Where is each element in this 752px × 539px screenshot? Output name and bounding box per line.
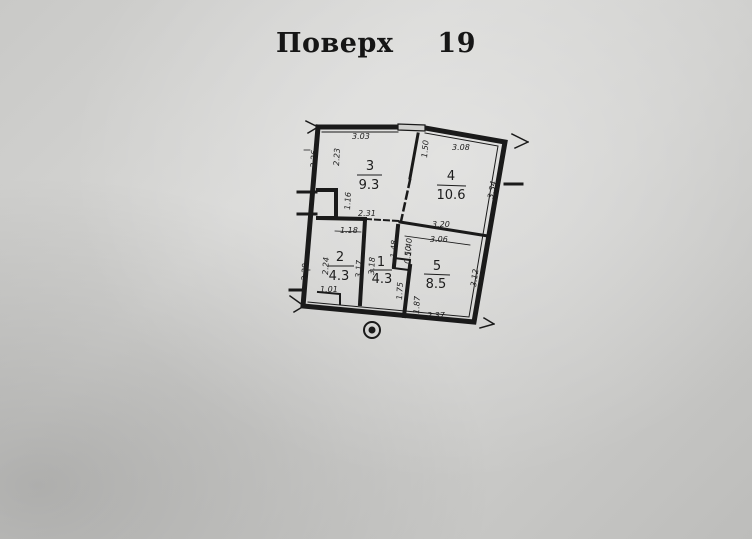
page-title: Поверх 19 [0, 28, 752, 59]
dim-top-left: 3.03 [352, 132, 370, 141]
dim-niche: 1.16 [343, 192, 353, 210]
floor-label: Поверх [276, 28, 394, 59]
room-4-number: 4 [447, 169, 455, 184]
room-5-number: 5 [433, 259, 441, 274]
wall-mid-right [398, 220, 490, 238]
room-3-number: 3 [366, 159, 374, 174]
window [397, 123, 426, 132]
room-4-rule [436, 184, 467, 187]
wall-bath [357, 217, 368, 307]
dim-bottom: 2.37 [427, 311, 446, 320]
dashed-wall-mid [364, 217, 400, 223]
dim-top-right: 3.08 [452, 143, 470, 152]
dim-bath-e: 1.01 [320, 285, 338, 294]
hall-box [391, 256, 412, 272]
wall-stub [408, 132, 420, 180]
room-2-number: 2 [336, 250, 344, 265]
room-1-area: 4.3 [372, 272, 393, 287]
dim-hall-b: 1.40 [404, 238, 414, 256]
dim-hall-a: 1.48 [389, 240, 399, 258]
dim-left-inner: 2.23 [332, 148, 342, 166]
dim-bath-c: 3.17 [354, 259, 364, 278]
entrance-circle [363, 321, 381, 339]
dim-bath-d: 3.18 [367, 257, 377, 275]
room-5-area: 8.5 [426, 277, 447, 292]
outer-wall [300, 124, 508, 325]
dim-tick [288, 119, 530, 329]
dim-bath-a: 2.29 [300, 263, 310, 281]
room-4-area: 10.6 [437, 188, 466, 203]
dim-mid-b: 3.20 [432, 220, 450, 229]
room-5-rule [423, 273, 451, 276]
room-2-area: 4.3 [329, 269, 350, 284]
dim-hall-c: 0.50 [403, 246, 413, 264]
dim-hall-d: 1.75 [395, 282, 405, 300]
dim-room5-a: 1.87 [412, 295, 422, 314]
dim-door-top: 1.50 [420, 140, 431, 159]
fixture-box [316, 290, 341, 305]
dim-right-outer: 3.34 [486, 180, 498, 199]
dim-bath-b: 2.24 [321, 257, 331, 275]
outer-wall-inner [307, 131, 499, 318]
niche [316, 188, 338, 220]
room-3-area: 9.3 [359, 178, 380, 193]
room-1-number: 1 [377, 255, 385, 270]
dim-mid-d: 1.18 [340, 226, 358, 235]
dim-room5-right: 3.12 [469, 268, 480, 287]
floor-number: 19 [437, 28, 476, 59]
dim-left-outer: 2.26 [309, 150, 319, 168]
dim-line [303, 149, 471, 271]
dim-mid-c: 3.06 [430, 235, 448, 244]
entrance-dot [368, 326, 376, 334]
dashed-partition [398, 178, 412, 228]
dim-mid-a: 2.31 [358, 209, 376, 218]
side-stub [288, 182, 524, 292]
